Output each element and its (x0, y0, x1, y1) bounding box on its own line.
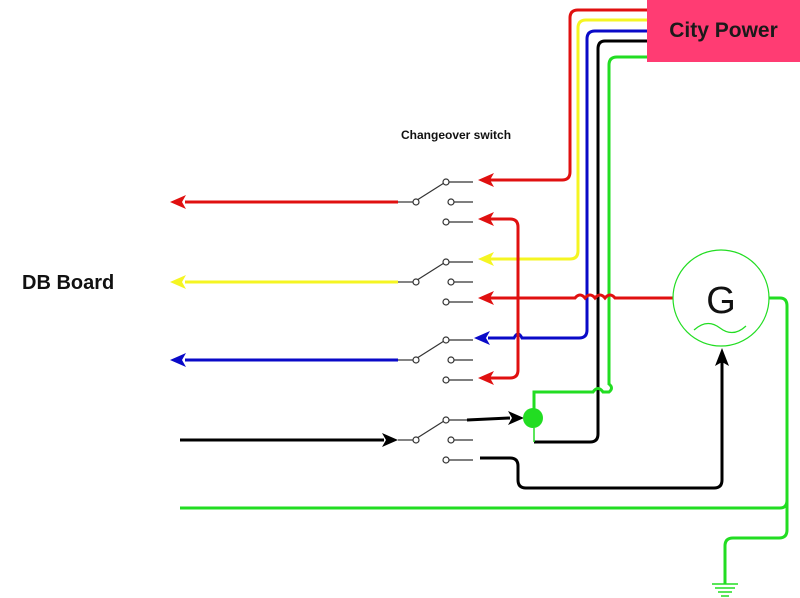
arrow-yellow-in (478, 252, 494, 266)
switch-yellow[interactable] (398, 258, 473, 306)
arrow-db-neutral (382, 433, 398, 447)
city-blue-wire (488, 29, 647, 340)
gen-neutral-wire (480, 362, 724, 490)
ground-icon (712, 583, 738, 597)
arrow-gen-red (478, 291, 494, 305)
gen-red-wire (490, 293, 673, 301)
arrow-db-yellow (170, 275, 186, 289)
arrow-blue-in (474, 331, 490, 345)
changeover-switch-label: Changeover switch (401, 128, 511, 142)
arrow-neutral-junction (508, 411, 524, 425)
db-board-label: DB Board (22, 272, 114, 294)
gen-red-branch (490, 217, 520, 380)
gen-earth-wire (723, 296, 789, 584)
neutral-to-junction (466, 416, 511, 422)
city-earth-wire (532, 55, 647, 415)
arrow-db-red (170, 195, 186, 209)
db-earth-wire (180, 499, 789, 510)
arrow-gen-red-3 (478, 371, 494, 385)
sine-icon (693, 322, 747, 334)
switch-blue[interactable] (398, 336, 473, 384)
arrow-gen-neutral (715, 348, 729, 366)
switch-red[interactable] (398, 178, 473, 226)
arrow-gen-red-1 (478, 212, 494, 226)
arrow-db-blue (170, 353, 186, 367)
city-power-box: City Power (647, 0, 800, 62)
arrow-red-in (478, 173, 494, 187)
junction-node (523, 408, 543, 428)
switch-neutral[interactable] (398, 416, 473, 464)
generator-label: G (706, 280, 736, 322)
city-red-wire (490, 8, 647, 182)
city-neutral-wire (534, 39, 647, 444)
city-yellow-wire (490, 18, 647, 261)
